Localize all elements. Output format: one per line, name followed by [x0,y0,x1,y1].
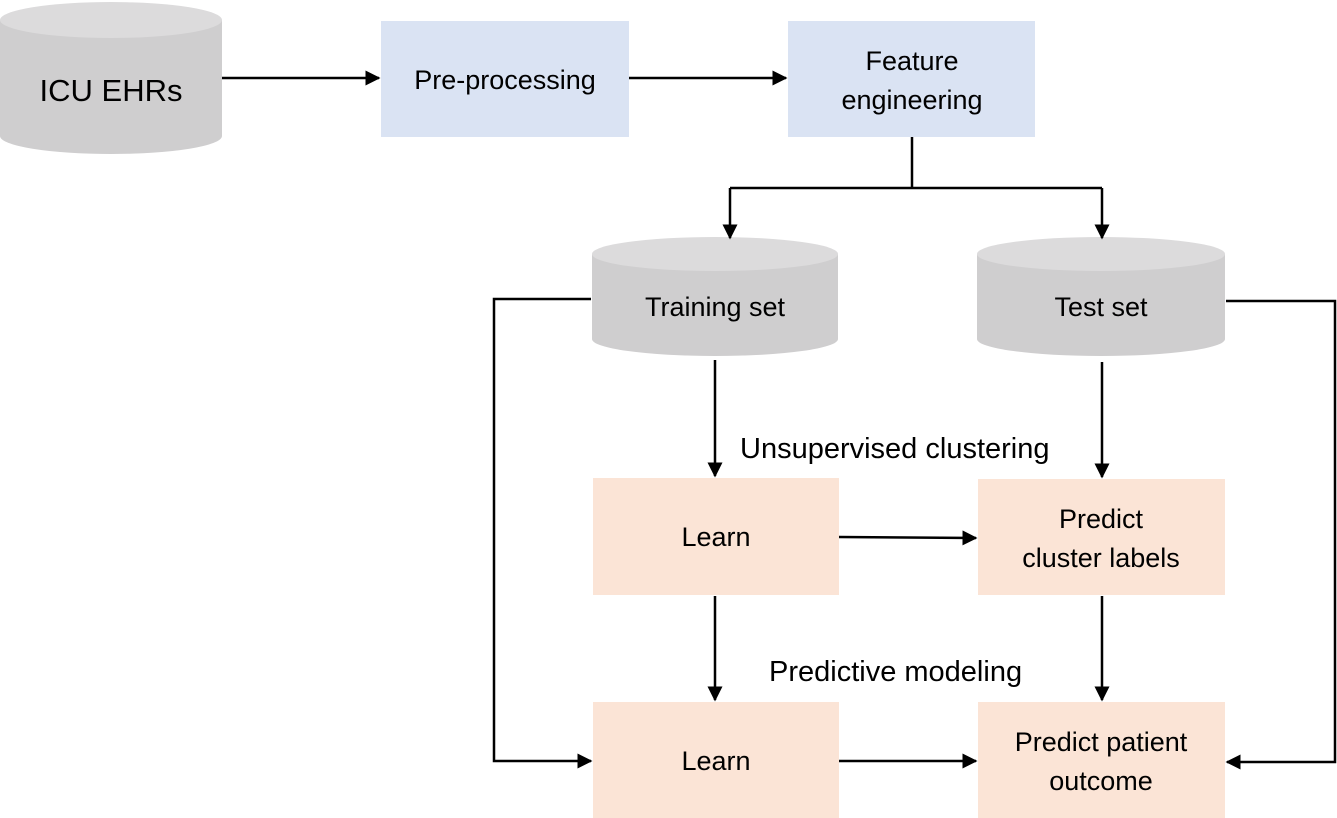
test-set-label: Test set [1054,292,1148,322]
training-set-label: Training set [645,292,786,322]
predict-cluster-labels-line1: Predict [1059,504,1144,534]
predictive-modeling-label: Predictive modeling [769,656,1022,688]
learn-clustering-label: Learn [681,522,750,552]
predict-cluster-labels-box: Predict cluster labels [978,479,1225,595]
training-set-cylinder-body [592,254,838,356]
training-set-cylinder: Training set [592,237,838,356]
learn-predictive-label: Learn [681,746,750,776]
learn-clustering-rect [593,478,839,595]
arrow-test-loop-to-outcome [1225,299,1337,770]
learn-predictive-rect [593,702,839,818]
learn-clustering-box: Learn [593,478,839,595]
icu-ehrs-label: ICU EHRs [40,73,183,108]
test-set-cylinder: Test set [977,237,1225,356]
learn-predictive-box: Learn [593,702,839,818]
predict-cluster-labels-line2: cluster labels [1022,543,1180,573]
predict-patient-outcome-box: Predict patient outcome [978,702,1225,818]
test-set-cylinder-body [977,254,1225,356]
predict-patient-outcome-line2: outcome [1049,766,1153,796]
icu-ehrs-cylinder: ICU EHRs [0,2,222,154]
icu-ehrs-cylinder-body [0,20,222,154]
feature-engineering-label-line1: Feature [865,46,958,76]
unsupervised-clustering-label: Unsupervised clustering [740,433,1049,465]
predict-patient-outcome-rect [978,702,1225,818]
feature-engineering-box: Feature engineering [788,21,1035,137]
preprocessing-box: Pre-processing [381,21,629,137]
arrow-training-loop-to-learn-predictive [492,297,593,769]
feature-engineering-label-line2: engineering [841,85,982,115]
arrow-learn-to-predict-cluster [838,530,978,546]
preprocessing-rect [381,21,629,137]
feature-engineering-rect [788,21,1035,137]
predict-cluster-labels-rect [978,479,1225,595]
training-set-cylinder-top [592,237,838,271]
test-set-cylinder-top [977,237,1225,271]
predict-patient-outcome-line1: Predict patient [1015,727,1188,757]
preprocessing-label: Pre-processing [414,65,596,95]
icu-ehrs-cylinder-top [0,2,222,38]
